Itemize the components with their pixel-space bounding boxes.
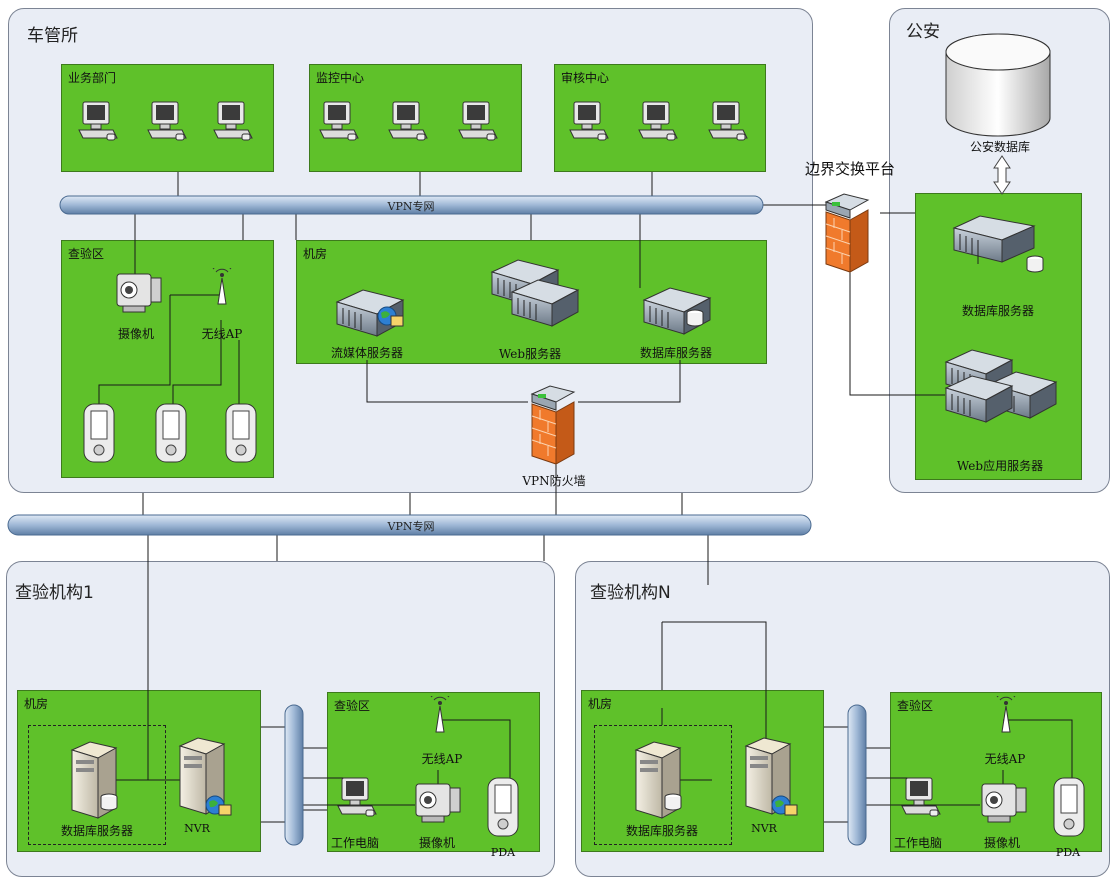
web-app-server-icon: [944, 375, 1014, 423]
zone-title-inspection-area: 查验区: [68, 247, 105, 261]
database-cylinder-icon: [686, 309, 704, 327]
nvr-server-tower-icon: [178, 737, 226, 815]
orgN-db-dashed-group: [594, 725, 732, 845]
pda-icon: [225, 403, 257, 463]
wireless-ap-icon: [212, 268, 232, 305]
region-title-org-1: 查验机构1: [15, 583, 94, 603]
video-camera-icon: [415, 783, 461, 823]
region-title-police: 公安: [906, 22, 940, 42]
label-org1-wireless-ap: 无线AP: [421, 752, 463, 766]
web-server-icon: [510, 279, 580, 327]
desktop-pc-icon: [337, 777, 377, 817]
label-org1-db-server: 数据库服务器: [60, 824, 134, 838]
vpn-firewall-icon: [530, 385, 576, 465]
nvr-server-tower-icon: [744, 737, 792, 815]
pda-icon: [83, 403, 115, 463]
region-title-vehicle-admin: 车管所: [27, 26, 78, 46]
label-streaming-server: 流媒体服务器: [330, 346, 404, 360]
zone-org1-inspection-area: 查验区: [327, 692, 540, 852]
database-cylinder-icon: [100, 793, 118, 811]
label-boundary-platform: 边界交换平台: [804, 160, 896, 178]
label-police-db-server: 数据库服务器: [961, 304, 1035, 318]
desktop-pc-icon: [458, 101, 498, 141]
label-vpn-bus-backbone: VPN专网: [387, 520, 435, 533]
database-cylinder-icon: [1026, 255, 1044, 273]
desktop-pc-icon: [901, 777, 941, 817]
zone-title-orgN-inspection-area: 查验区: [897, 699, 934, 713]
label-orgN-db-server: 数据库服务器: [625, 824, 699, 838]
globe-badge-icon: [377, 306, 404, 327]
zone-title-org1-machine-room: 机房: [24, 697, 49, 711]
pda-icon: [487, 777, 519, 837]
label-police-web-app-server: Web应用服务器: [956, 459, 1044, 473]
desktop-pc-icon: [569, 101, 609, 141]
desktop-pc-icon: [638, 101, 678, 141]
zone-title-org1-inspection-area: 查验区: [334, 699, 371, 713]
zone-title-orgN-machine-room: 机房: [588, 697, 613, 711]
org1-db-dashed-group: [28, 725, 166, 845]
label-vpn-bus-upper: VPN专网: [387, 200, 435, 213]
zone-title-machine-room: 机房: [303, 247, 328, 261]
org1-switch-bus: [284, 704, 304, 846]
label-org1-pda: PDA: [490, 846, 516, 859]
zone-title-monitor-center: 监控中心: [316, 71, 365, 85]
label-orgN-camera: 摄像机: [983, 836, 1021, 850]
desktop-pc-icon: [708, 101, 748, 141]
desktop-pc-icon: [213, 101, 253, 141]
vpn-bus-backbone: [7, 514, 812, 536]
label-org1-nvr: NVR: [184, 822, 210, 835]
desktop-pc-icon: [147, 101, 187, 141]
pda-icon: [1053, 777, 1085, 837]
label-orgN-nvr: NVR: [751, 822, 777, 835]
wireless-ap-icon: [996, 696, 1016, 733]
globe-badge-icon: [205, 795, 232, 816]
desktop-pc-icon: [388, 101, 428, 141]
boundary-firewall-icon: [824, 193, 870, 273]
label-org1-work-pc: 工作电脑: [330, 836, 380, 850]
globe-badge-icon: [771, 795, 798, 816]
police-database-icon: [945, 33, 1051, 137]
label-db-server: 数据库服务器: [639, 346, 713, 360]
zone-title-audit-center: 审核中心: [561, 71, 610, 85]
zone-title-business-dept: 业务部门: [68, 71, 117, 85]
label-wireless-ap: 无线AP: [201, 327, 243, 341]
desktop-pc-icon: [78, 101, 118, 141]
label-org1-camera: 摄像机: [418, 836, 456, 850]
label-vpn-firewall: VPN防火墙: [522, 474, 586, 488]
orgN-switch-bus: [847, 704, 867, 846]
police-db-server-icon: [952, 215, 1036, 264]
database-cylinder-icon: [664, 793, 682, 811]
video-camera-icon: [981, 783, 1027, 823]
label-police-database: 公安数据库: [969, 140, 1031, 154]
desktop-pc-icon: [319, 101, 359, 141]
label-orgN-pda: PDA: [1055, 846, 1081, 859]
region-title-org-n: 查验机构N: [590, 583, 671, 603]
label-orgN-wireless-ap: 无线AP: [984, 752, 1026, 766]
vpn-bus-upper: [59, 195, 764, 215]
pda-icon: [155, 403, 187, 463]
label-web-server: Web服务器: [498, 347, 562, 361]
label-camera: 摄像机: [117, 327, 155, 341]
label-orgN-work-pc: 工作电脑: [893, 836, 943, 850]
video-camera-icon: [116, 273, 162, 313]
wireless-ap-icon: [430, 696, 450, 733]
